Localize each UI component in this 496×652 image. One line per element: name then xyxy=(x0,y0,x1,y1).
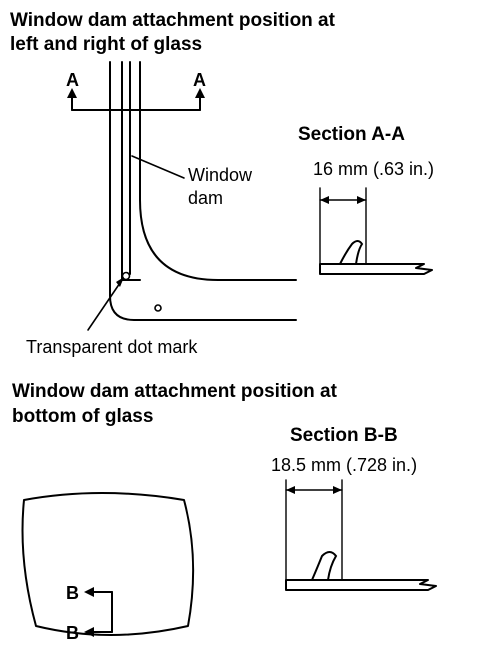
section-a-label-left: A xyxy=(66,70,79,90)
dot-mark-arrowhead xyxy=(116,277,124,287)
section-b-detail xyxy=(285,479,437,591)
section-b-label-lower: B xyxy=(66,623,79,643)
windshield-drawing: B B xyxy=(21,492,195,643)
section-b-dim-arrow-left xyxy=(286,486,295,494)
glass-outer-edge xyxy=(109,61,297,321)
glass-corner-drawing xyxy=(109,61,297,321)
top-title-line2: left and right of glass xyxy=(10,34,202,55)
section-b-label-upper: B xyxy=(66,583,79,603)
window-dam-label-line1: Window xyxy=(188,165,253,185)
section-b-lower-arrowhead xyxy=(84,627,94,637)
section-cut-a: A A xyxy=(66,70,206,111)
bottom-title-line1: Window dam attachment position at xyxy=(12,381,338,402)
dot-mark-leader xyxy=(87,279,123,331)
section-b-upper-arrowhead xyxy=(84,587,94,597)
section-b-title: Section B-B xyxy=(290,425,398,446)
windshield-outline xyxy=(21,492,195,636)
dot-mark-label: Transparent dot mark xyxy=(26,337,198,357)
section-b-dimension: 18.5 mm (.728 in.) xyxy=(271,455,417,475)
section-a-dim-arrow-left xyxy=(320,196,329,204)
section-b-dim-arrow-right xyxy=(333,486,342,494)
section-a-glass xyxy=(319,263,433,275)
window-dam-leader xyxy=(131,155,185,179)
bottom-title-line2: bottom of glass xyxy=(12,406,153,427)
window-dam-label-line2: dam xyxy=(188,188,223,208)
glass-inner-edge xyxy=(139,61,297,281)
top-title-line1: Window dam attachment position at xyxy=(10,10,336,31)
section-a-title: Section A-A xyxy=(298,124,405,145)
section-a-label-right: A xyxy=(193,70,206,90)
transparent-dot-mark xyxy=(121,271,131,281)
section-a-dimension: 16 mm (.63 in.) xyxy=(313,159,434,179)
section-a-dam-profile xyxy=(338,240,364,265)
section-a-arrowhead-right xyxy=(195,88,205,98)
glass-dot xyxy=(154,304,162,312)
section-a-dim-arrow-right xyxy=(357,196,366,204)
section-b-glass xyxy=(285,579,437,591)
section-b-dam-profile xyxy=(310,551,338,581)
section-a-detail xyxy=(319,187,433,275)
section-a-arrowhead-left xyxy=(67,88,77,98)
